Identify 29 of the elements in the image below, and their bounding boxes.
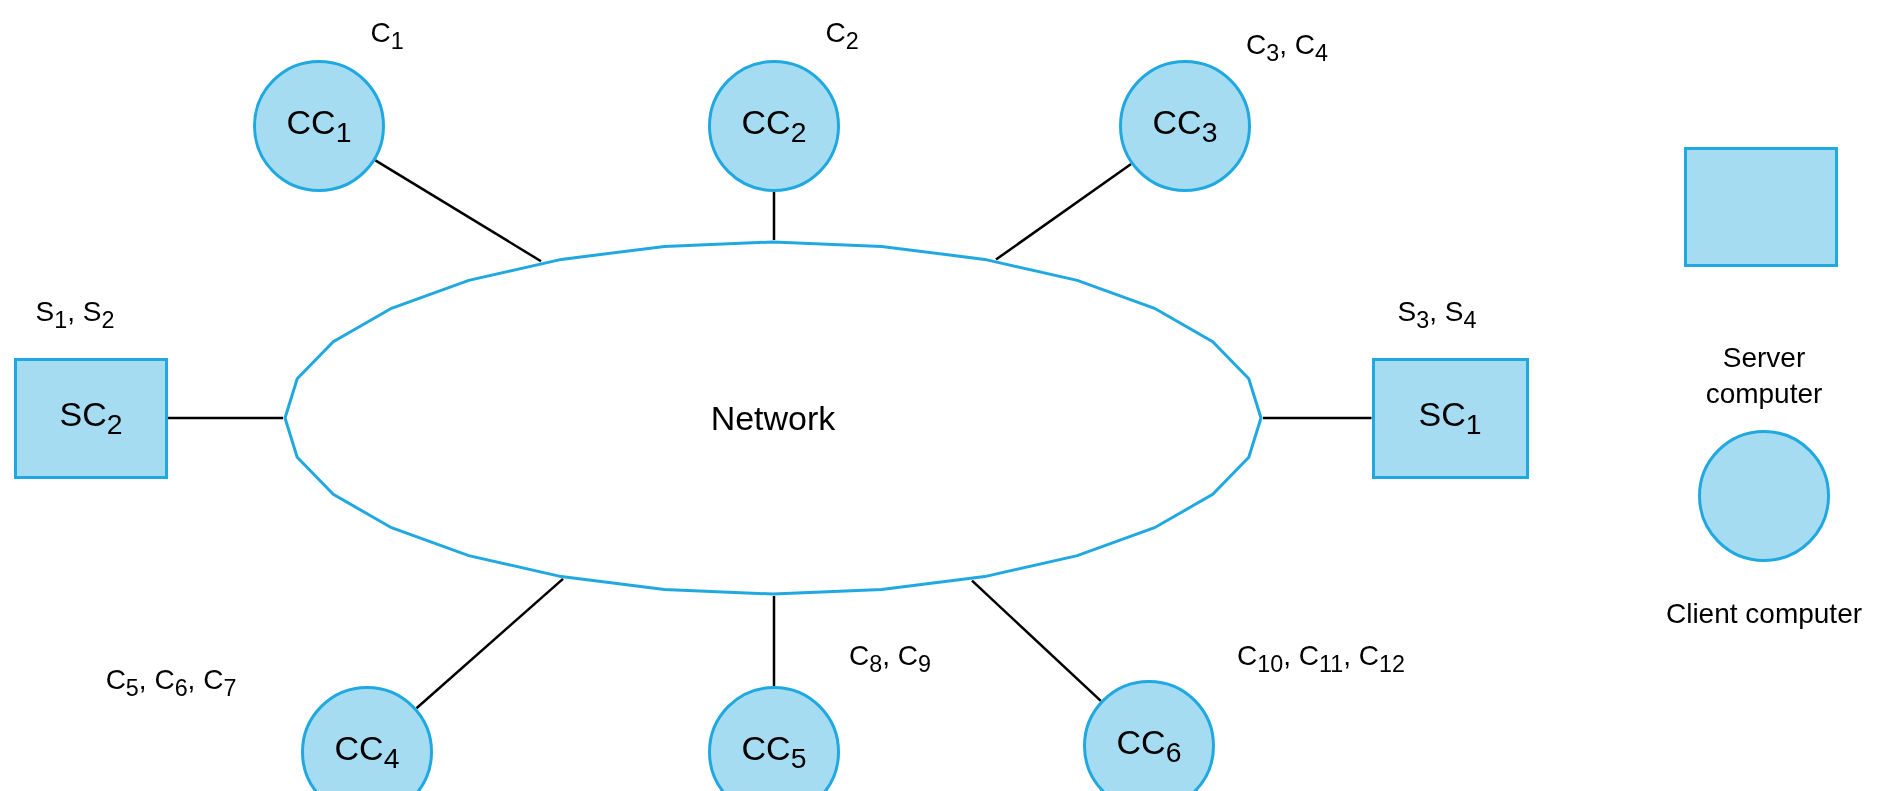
node-label: CC$_{5}$ (741, 729, 807, 775)
node-caption: C$_{1}$ (370, 17, 404, 55)
node-caption: S$_{1}$, S$_{2}$ (35, 296, 115, 334)
node-caption: C$_{5}$, C$_{6}$, C$_{7}$ (105, 664, 237, 702)
connector-line (971, 579, 1102, 702)
node-label: CC$_{6}$ (1116, 723, 1182, 769)
connector-line (1263, 416, 1372, 420)
node-label: Network (710, 398, 836, 438)
node-label: CC$_{3}$ (1152, 103, 1218, 149)
legend-label: Client computer (1664, 597, 1864, 631)
node-label: SC$_{2}$ (59, 395, 123, 441)
connector-line (168, 416, 283, 420)
node-label: CC$_{4}$ (334, 729, 400, 775)
node-caption: S$_{3}$, S$_{4}$ (1397, 296, 1477, 334)
node-caption: C$_{3}$, C$_{4}$ (1246, 29, 1328, 67)
connector-line (415, 577, 564, 710)
connector-line (995, 163, 1132, 261)
server-computer-box (14, 357, 168, 479)
node-caption: C$_{8}$, C$_{9}$ (849, 640, 931, 678)
server-computer-box (1371, 357, 1529, 479)
legend-label: Server computer (1704, 341, 1824, 411)
node-caption: C$_{10}$, C$_{11}$, C$_{12}$ (1237, 640, 1405, 678)
node-caption: C$_{2}$ (825, 17, 859, 55)
node-label: CC$_{2}$ (741, 103, 807, 149)
node-label: CC$_{1}$ (286, 103, 352, 149)
connector-line (772, 192, 776, 240)
node-label: SC$_{1}$ (1418, 395, 1482, 441)
connector-line (374, 159, 542, 263)
connector-line (772, 596, 776, 686)
